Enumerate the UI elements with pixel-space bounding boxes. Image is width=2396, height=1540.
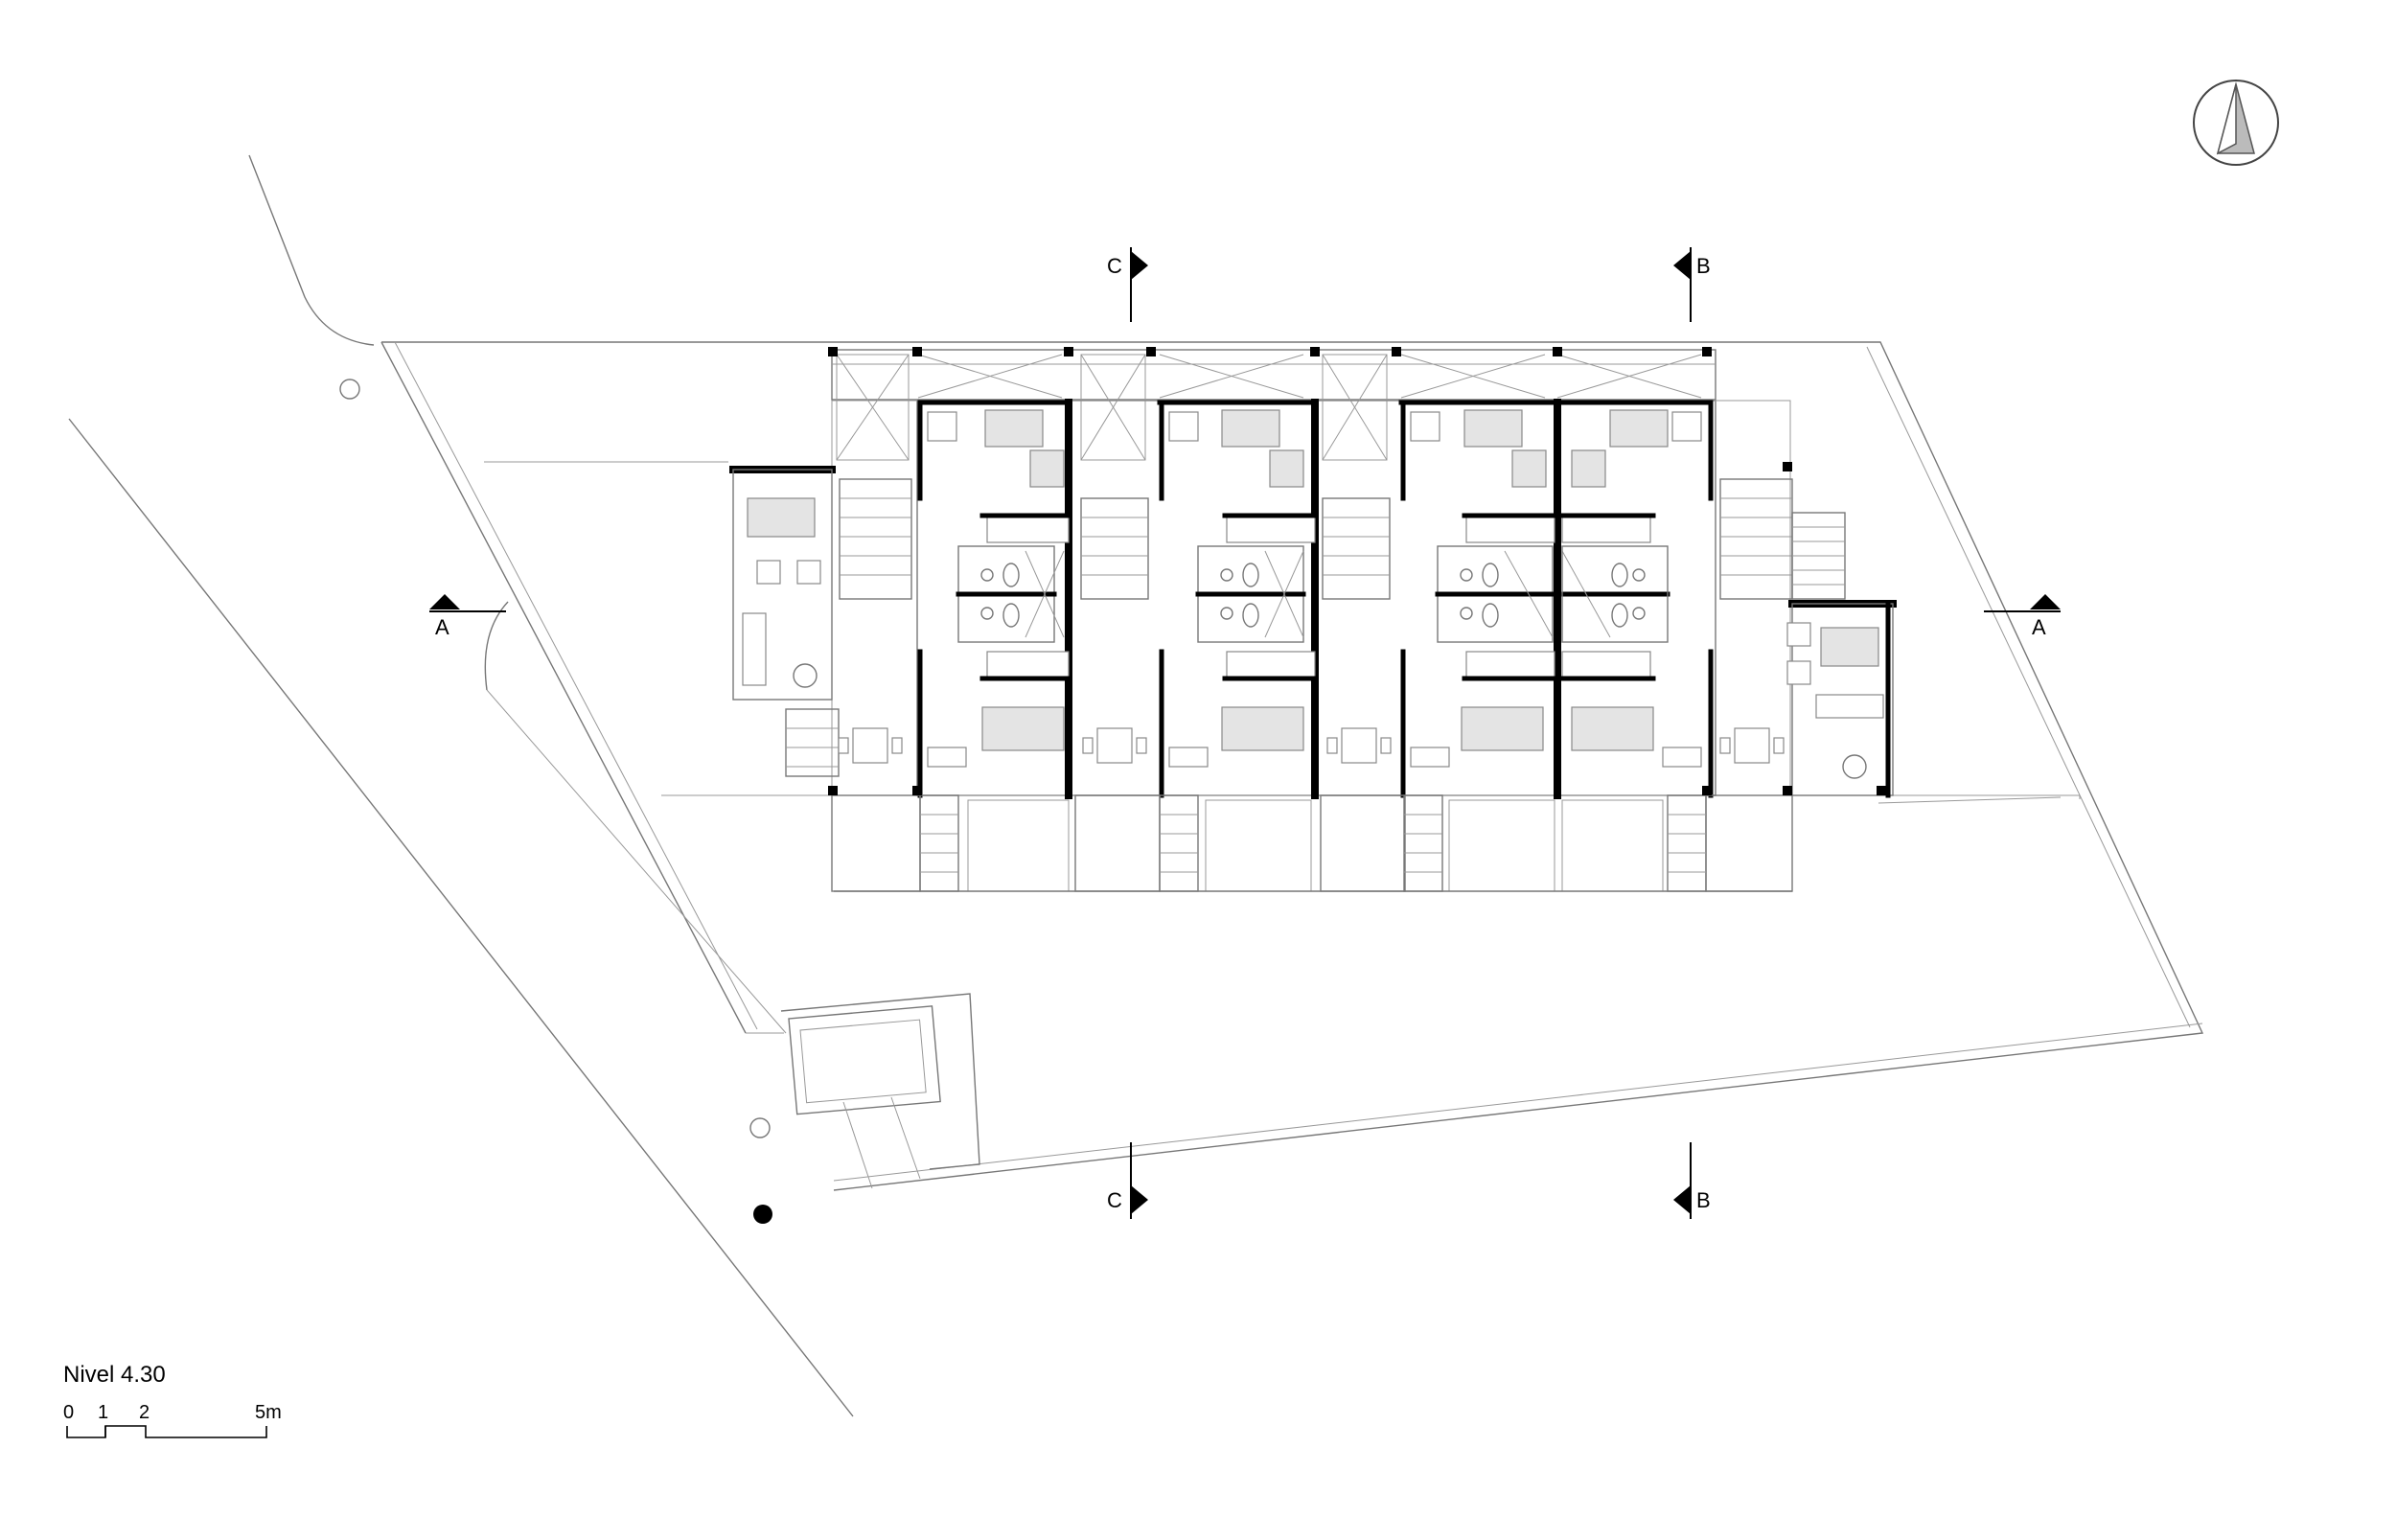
section-label: C [1107,1188,1122,1212]
section-marker-a-right: A [1984,594,2061,639]
section-marker-c-bottom: C [1107,1142,1148,1219]
bathrooms [956,545,1670,643]
dining-tables [838,727,1785,764]
right-end-unit [1786,600,1897,798]
section-marker-a-left: A [429,594,506,639]
beds [981,409,1669,751]
light-wells [836,354,1702,461]
balconies [831,794,1793,892]
scale-tick-0: 0 [63,1402,74,1423]
section-label: B [1696,254,1711,278]
section-marker-c-top: C [1107,247,1148,322]
north-arrow-icon [2193,80,2279,166]
scale-tick-1: 1 [98,1402,108,1423]
scale-tick-5: 5m [255,1402,282,1423]
section-marker-b-top: B [1673,247,1711,322]
building [729,347,1897,892]
columns [828,347,1886,795]
section-marker-b-bottom: B [1673,1142,1711,1219]
section-label: C [1107,254,1122,278]
desks [927,411,1702,768]
section-label: B [1696,1188,1711,1212]
scale-tick-2: 2 [139,1402,150,1423]
scale-bar: 0 1 2 5m [63,1402,282,1438]
level-label: Nivel 4.30 [63,1362,166,1388]
closets [979,513,1656,681]
site-lines [68,154,2204,1417]
stairs [839,478,1846,600]
section-label: A [2032,615,2046,639]
left-end-unit [729,466,840,777]
section-label: A [435,615,449,639]
